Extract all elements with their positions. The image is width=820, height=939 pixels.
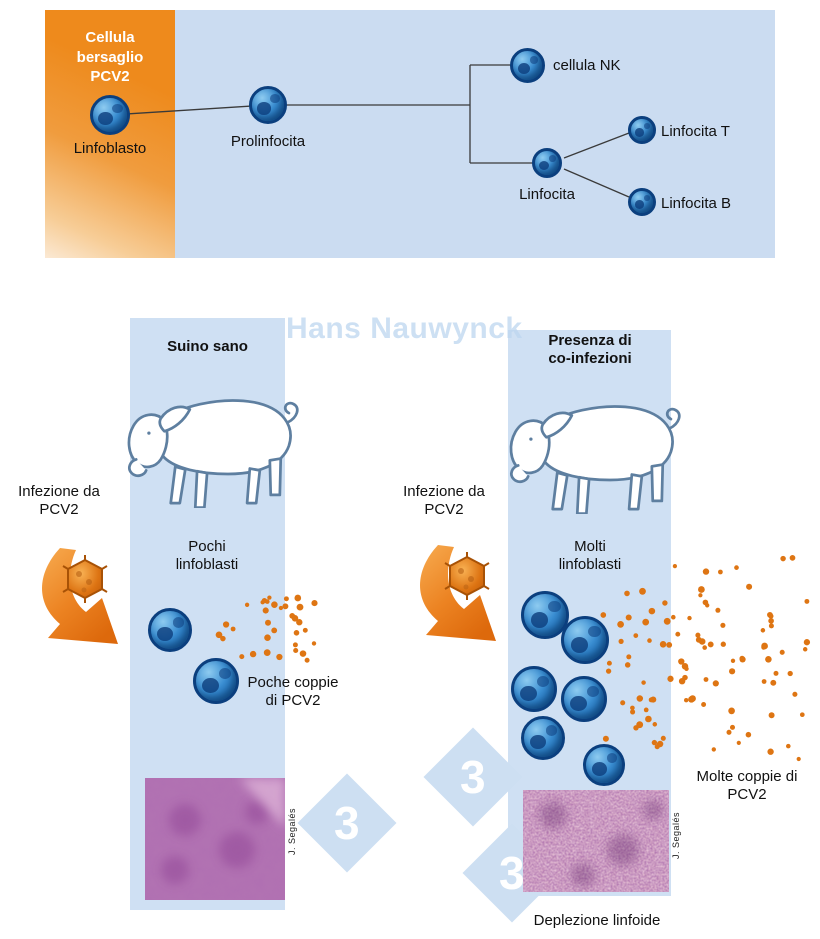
lymphoblast-cell: [561, 616, 609, 664]
coinfected-pig-icon: [509, 405, 681, 514]
target-cell-title: Cellula bersaglio PCV2: [76, 29, 144, 85]
healthy-pcv2-virus-icon: [62, 555, 108, 603]
healthy-infection-arrow-icon: [42, 548, 118, 644]
linfoblasto-cell: [90, 95, 130, 135]
coinfected-infection-label: Infezione da PCV2: [403, 483, 485, 518]
linfocita-b-label: Linfocita B: [661, 195, 732, 212]
lymphoblast-cell: [193, 658, 239, 704]
coinfected-credit: J. Segalés: [671, 812, 681, 860]
lineage-connectors: [109, 64, 630, 198]
prolinfocita-cell: [249, 86, 287, 124]
badge-diamond-1: 3: [297, 773, 397, 873]
coinfected-histology-image: [523, 790, 669, 892]
prolinfocita-label: Prolinfocita: [230, 133, 306, 150]
nk-cell: [510, 48, 545, 83]
lymphoblast-cell: [583, 744, 625, 786]
nk-label: cellula NK: [553, 57, 621, 74]
badge-digit: 3: [460, 751, 486, 803]
watermark-author: Hans Nauwynck: [286, 312, 523, 345]
badge-digit: 3: [334, 797, 360, 849]
lymphoblast-cell: [521, 591, 569, 639]
healthy-pig-icon: [127, 399, 299, 508]
linfocita-b-cell: [628, 188, 656, 216]
linfoblasto-label: Linfoblasto: [73, 140, 147, 157]
linfocita-t-label: Linfocita T: [661, 123, 730, 140]
coinfected-title: Presenza di co-infezioni: [548, 332, 632, 367]
linfocita-label: Linfocita: [519, 186, 575, 203]
healthy-copies-label: Poche coppie di PCV2: [247, 674, 339, 709]
coinfected-pcv2-virus-icon: [444, 552, 490, 600]
healthy-histology-image: [145, 778, 285, 900]
depletion-caption: Deplezione linfoide: [533, 912, 661, 929]
coinfected-copies-label: Molte coppie di PCV2: [696, 768, 798, 803]
lymphoblast-cell: [561, 676, 607, 722]
linfocita-cell: [532, 148, 562, 178]
coinfected-infection-arrow-icon: [420, 545, 496, 641]
healthy-blasts-label: Pochi linfoblasti: [175, 538, 239, 573]
lymphoblast-cell: [148, 608, 192, 652]
healthy-infection-label: Infezione da PCV2: [18, 483, 100, 518]
linfocita-t-cell: [628, 116, 656, 144]
healthy-credit: J. Segalés: [287, 808, 297, 856]
healthy-title: Suino sano: [167, 338, 248, 355]
coinfected-blasts-label: Molti linfoblasti: [558, 538, 622, 573]
lymphoblast-cell: [511, 666, 557, 712]
badge-digit: 3: [499, 847, 525, 899]
lymphoblast-cell: [521, 716, 565, 760]
